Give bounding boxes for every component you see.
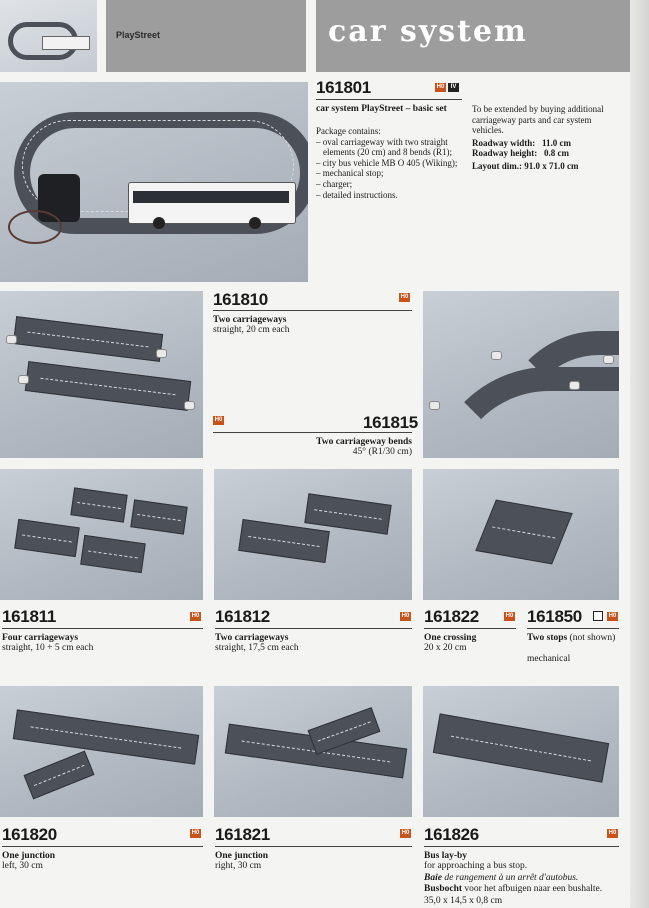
- spec-roadway-height: Roadway height: 0.8 cm: [472, 148, 570, 158]
- product-number-161815: 161815: [363, 413, 418, 432]
- h0-badge: H0: [504, 612, 515, 621]
- rule-161812: [215, 628, 412, 629]
- junction-track: [12, 709, 200, 765]
- brand-label: PlayStreet: [116, 30, 161, 40]
- title-161820: One junction: [2, 851, 56, 861]
- h0-badge: H0: [190, 612, 201, 621]
- rule-161820: [2, 846, 203, 847]
- sub-161811: straight, 10 + 5 cm each: [2, 643, 94, 653]
- list-item: – city bus vehicle MB O 405 (Wiking);: [316, 157, 458, 168]
- h0-badge: H0: [399, 293, 410, 302]
- h0-badge: H0: [400, 829, 411, 838]
- h0-badge: H0: [607, 612, 618, 621]
- sub-161820: left, 30 cm: [2, 861, 43, 871]
- straight-track: [304, 493, 392, 535]
- lay-by-track: [432, 713, 610, 783]
- rule-161821: [215, 846, 412, 847]
- title-161810: Two carriageways: [213, 315, 287, 325]
- short-track: [130, 499, 188, 535]
- rule-161826: [424, 846, 619, 847]
- straight-track: [24, 361, 192, 411]
- list-item: – mechanical stop;: [316, 168, 384, 179]
- sub-161826: for approaching a bus stop.: [424, 861, 528, 871]
- short-track: [80, 534, 146, 574]
- short-track: [70, 487, 128, 523]
- product-number-161821: 161821: [215, 825, 270, 844]
- h0-badge: H0: [400, 612, 411, 621]
- sub-161812: straight, 17,5 cm each: [215, 643, 299, 653]
- extend-note: To be extended by buying additional carr…: [472, 104, 604, 136]
- page-edge-shadow: [630, 0, 649, 908]
- title-161812: Two carriageways: [215, 633, 289, 643]
- product-number-161822: 161822: [424, 607, 479, 626]
- rule-161810: [213, 310, 412, 311]
- straight-track: [12, 316, 164, 362]
- page-title: car system: [328, 14, 528, 49]
- h0-badge: H0: [190, 829, 201, 838]
- photo-161821: [214, 686, 412, 817]
- h0-badge: H0: [607, 829, 618, 838]
- sub-161821: right, 30 cm: [215, 861, 262, 871]
- header-brand-bar: PlayStreet: [106, 0, 306, 72]
- photo-161822: [423, 469, 619, 600]
- bend-track: [429, 367, 619, 458]
- basic-set-contents: Package contains: – oval carriageway wit…: [316, 126, 468, 200]
- basic-set-photo: [0, 82, 308, 282]
- spec-roadway-width: Roadway width: 11.0 cm: [472, 138, 572, 148]
- product-number-161820: 161820: [2, 825, 57, 844]
- title-161822: One crossing: [424, 633, 477, 643]
- photo-161820: [0, 686, 203, 817]
- h0-badge: H0: [435, 83, 446, 92]
- list-item: – charger;: [316, 178, 353, 189]
- header-thumbnail-photo: [0, 0, 97, 72]
- product-number-161826: 161826: [424, 825, 479, 844]
- rule-161815: [213, 432, 412, 433]
- title-161811: Four carriageways: [2, 633, 79, 643]
- epoch-iv-badge: IV: [448, 83, 459, 92]
- dims-161826: 35,0 x 14,5 x 0,8 cm: [424, 896, 503, 906]
- product-number-161801: 161801: [316, 78, 371, 97]
- photo-161811: [0, 469, 203, 600]
- photo-161812: [214, 469, 412, 600]
- crossing-track: [475, 499, 573, 565]
- h0-badge: H0: [213, 416, 224, 425]
- list-item: – detailed instructions.: [316, 189, 398, 200]
- straight-track: [238, 519, 330, 563]
- sub-161850: mechanical: [527, 654, 571, 664]
- stop-sign-icon: [593, 611, 603, 621]
- city-bus-icon: [128, 182, 296, 229]
- title-161850: Two stops (not shown): [527, 633, 616, 643]
- sub-161810: straight, 20 cm each: [213, 325, 290, 335]
- title-161826: Bus lay-by: [424, 851, 468, 861]
- spec-layout-dim: Layout dim.: 91.0 x 71.0 cm: [472, 161, 579, 171]
- title-161815: Two carriageway bends: [316, 437, 412, 447]
- rule-161850: [527, 628, 619, 629]
- junction-branch: [23, 750, 95, 800]
- product-number-161811: 161811: [2, 607, 56, 626]
- product-number-161812: 161812: [215, 607, 270, 626]
- desc-fr-161826: Baie de rangement à un arrêt d'autobus.: [424, 873, 579, 883]
- rule-161822: [424, 628, 516, 629]
- product-number-161810: 161810: [213, 290, 268, 309]
- rule-161811: [2, 628, 203, 629]
- desc-nl-161826: Busbocht voor het afbuigen naar een bush…: [424, 884, 603, 894]
- photo-161815: [423, 291, 619, 458]
- cable-icon: [8, 210, 62, 244]
- contents-label: Package contains:: [316, 126, 381, 136]
- rule-161801: [316, 99, 462, 100]
- photo-161810: [0, 291, 203, 458]
- photo-161826: [423, 686, 619, 817]
- product-number-161850: 161850: [527, 607, 582, 626]
- basic-set-title: car system PlayStreet – basic set: [316, 104, 447, 114]
- sub-161822: 20 x 20 cm: [424, 643, 467, 653]
- sub-161815: 45° (R1/30 cm): [352, 447, 412, 457]
- list-item: – oval carriageway with two straight ele…: [316, 136, 452, 158]
- short-track: [14, 518, 80, 558]
- title-161821: One junction: [215, 851, 269, 861]
- header-title-bar: car system: [316, 0, 630, 72]
- thumb-bus: [42, 36, 90, 50]
